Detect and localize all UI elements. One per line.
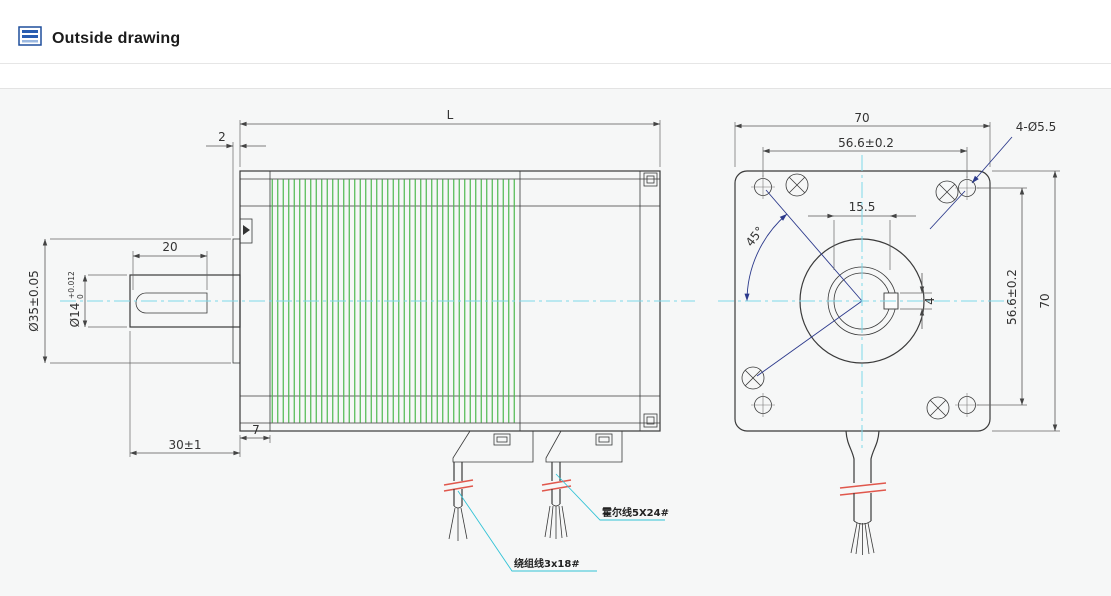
centerlines	[60, 155, 1010, 449]
cable-labels: 霍尔线5X24# 绕组线3x18#	[457, 473, 669, 572]
front-cable	[839, 430, 887, 555]
face-tab-mark	[243, 225, 250, 235]
dim-mount-holes: 4-Ø5.5	[1016, 120, 1057, 134]
dim-shaft-diameter: Ø14	[68, 303, 82, 328]
winding-cable	[443, 462, 474, 541]
dim-width-top: 70	[854, 111, 869, 125]
dim-pilot-diameter: 15.5	[849, 200, 876, 214]
outside-drawing: L 2 20 Ø35±0.05	[27, 108, 1060, 572]
face-tab	[239, 218, 253, 244]
dim-height-right: 70	[1038, 293, 1052, 308]
section-title: Outside drawing	[52, 29, 181, 47]
front-view: 45°	[734, 111, 1060, 555]
section-header: Outside drawing	[0, 0, 1111, 64]
dim-flat-length: 20	[162, 240, 177, 254]
shaft-flat	[135, 292, 208, 314]
drawing-panel: L 2 20 Ø35±0.05	[0, 88, 1111, 596]
cable-brackets	[452, 430, 623, 463]
mounting-holes	[751, 175, 979, 417]
dim-angle: 45°	[743, 224, 767, 249]
dim-shaft-length: 30±1	[169, 438, 202, 452]
dim-boss-diameter: Ø35±0.05	[27, 270, 41, 332]
tie-rod-screws	[741, 173, 959, 420]
label-hall-cable: 霍尔线5X24#	[602, 506, 669, 519]
label-winding-cable: 绕组线3x18#	[514, 557, 580, 570]
side-view: L 2 20 Ø35±0.05	[27, 108, 669, 572]
hall-cable	[541, 462, 572, 539]
outside-drawing-icon	[18, 26, 42, 51]
front-dimensions: 70 56.6±0.2 4-Ø5.5 15.5	[734, 111, 1060, 432]
dim-length: L	[447, 108, 454, 122]
dim-hole-pitch-right: 56.6±0.2	[1005, 269, 1019, 325]
dim-shaft-tol-upper: +0.012	[67, 271, 76, 299]
dim-step: 2	[218, 130, 226, 144]
dim-hole-pitch-top: 56.6±0.2	[838, 136, 894, 150]
dim-endcap-width: 7	[252, 423, 260, 437]
dim-shaft-tol-lower: 0	[76, 294, 85, 299]
side-dimensions: L 2 20 Ø35±0.05	[27, 108, 661, 457]
